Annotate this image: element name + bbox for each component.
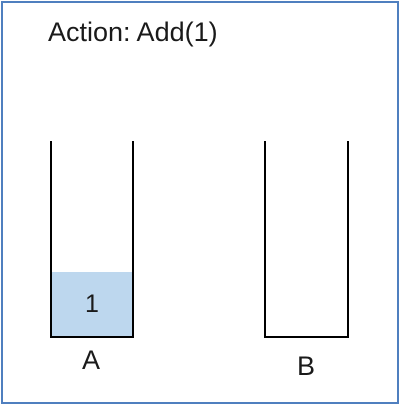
stack-b-label: B (297, 351, 316, 381)
stack-a-container: 1 (50, 141, 134, 338)
stack-a-label: A (82, 345, 101, 375)
stack-b-container (264, 141, 349, 338)
stack-a-item: 1 (52, 272, 132, 336)
action-title: Action: Add(1) (48, 17, 218, 47)
